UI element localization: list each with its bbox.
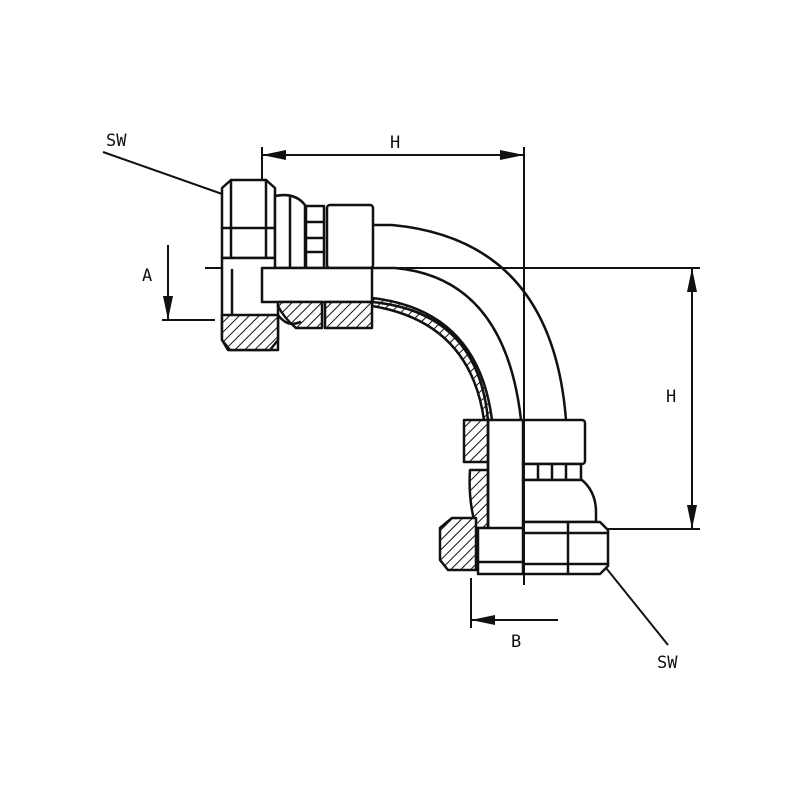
bottom-tube-section — [438, 418, 525, 576]
dimension-a — [162, 245, 215, 321]
top-collar — [325, 203, 375, 270]
b-label: B — [511, 632, 521, 652]
top-cone — [273, 193, 326, 270]
dimension-b — [470, 578, 558, 628]
sw-bottom-label: SW — [657, 653, 678, 673]
sw-top-leader — [102, 151, 243, 202]
bottom-collar — [521, 418, 598, 524]
h-horizontal-label: H — [390, 133, 400, 153]
pipe-bend — [370, 223, 568, 422]
sw-top-label: SW — [106, 131, 127, 151]
top-hex-nut — [220, 178, 280, 352]
bottom-hex-nut — [521, 520, 610, 576]
a-label: A — [142, 266, 152, 286]
h-vertical-label: H — [666, 387, 676, 407]
top-tube-section — [260, 266, 374, 330]
